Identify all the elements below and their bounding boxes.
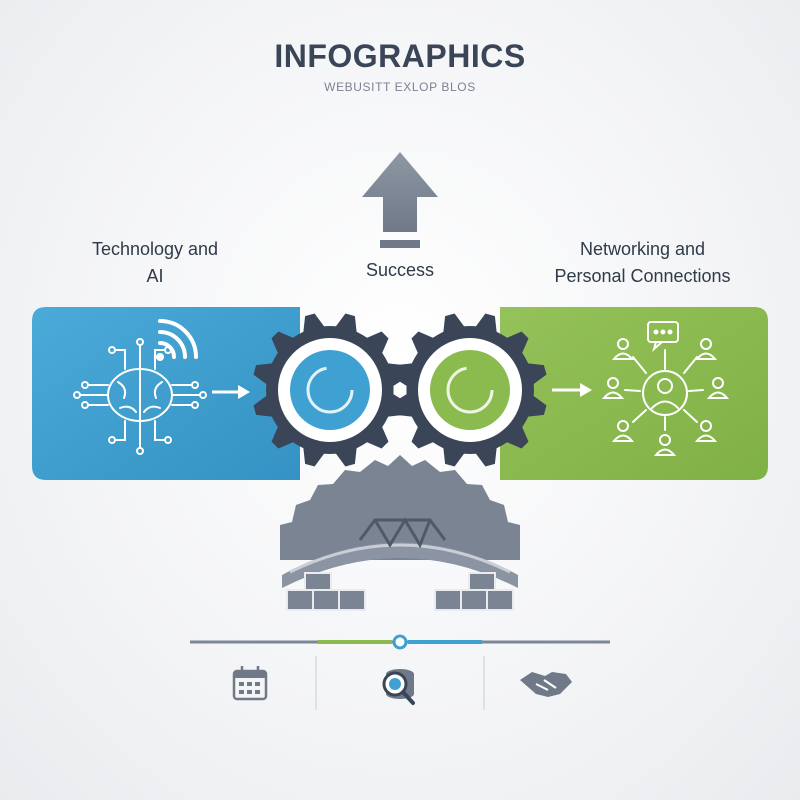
arrow-right-icon-right [552,383,592,397]
timeline [190,634,610,710]
technology-panel [32,307,300,480]
calendar-icon [232,666,268,701]
arrow-right-icon-left [212,385,250,399]
hex-connector [390,378,410,402]
page-subtitle: WEBUSITT EXLOP BLOS [324,80,476,94]
bridge-gear [280,455,520,560]
bridge-icon [282,517,518,611]
networking-panel [500,307,768,480]
label-networking: Networking and Personal Connections [554,239,731,286]
network-people-icon [601,321,730,456]
label-success: Success [365,260,435,280]
search-data-icon [382,669,415,705]
handshake-icon [520,672,572,697]
gear-left [253,313,407,467]
up-arrow-icon [362,152,438,248]
wifi-signal-icon [156,319,198,361]
timeline-marker[interactable] [392,634,408,650]
label-technology-ai: Technology and AI [91,239,219,286]
page-title: INFOGRAPHICS [274,38,526,74]
gear-right [393,313,547,467]
